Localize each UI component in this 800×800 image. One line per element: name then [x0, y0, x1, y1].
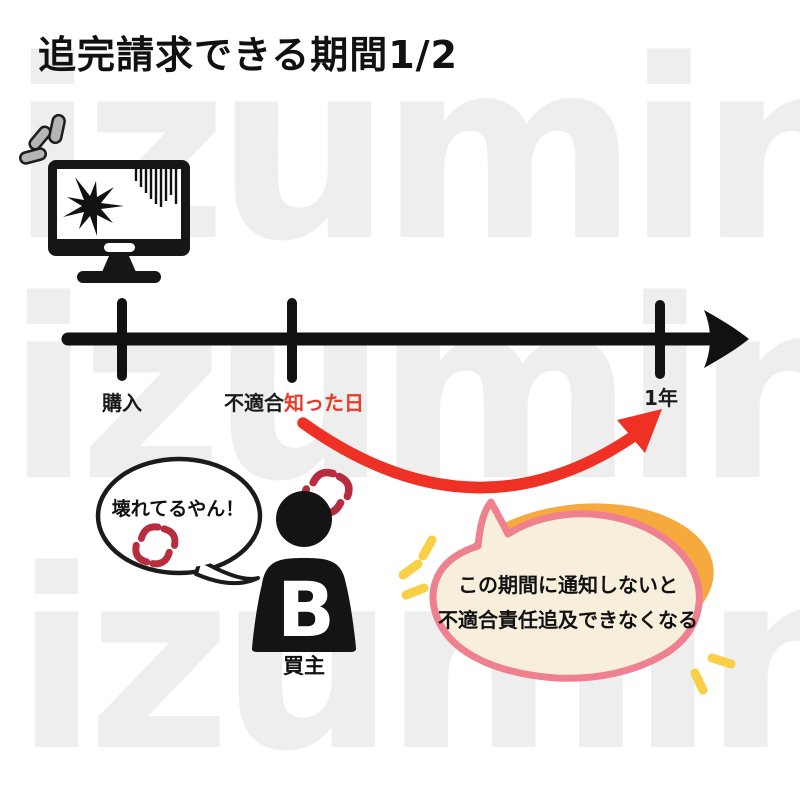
- tick-label-nonconformity-prefix: 不適合: [224, 391, 284, 415]
- monitor-button: [104, 243, 135, 252]
- buyer-avatar: [251, 469, 357, 652]
- buyer-head: [276, 491, 332, 547]
- speech-bubble: [95, 456, 263, 586]
- tick-label-nonconformity-highlight: 知った日: [284, 391, 364, 415]
- timeline-arrowhead-icon: [704, 310, 749, 368]
- timeline-axis: [61, 298, 749, 383]
- buyer-body: [251, 558, 357, 652]
- notice-bubble: [398, 498, 736, 695]
- sparkle-icon: [398, 535, 437, 600]
- notice-bubble-outline: [429, 498, 703, 682]
- page-title: 追完請求できる期間1/2: [38, 33, 459, 77]
- screen-crack-star-icon: [63, 177, 124, 236]
- speech-bubble-fill: [103, 464, 255, 568]
- screen-glitch-lines: [134, 169, 178, 207]
- buyer-badge-letter: B: [277, 565, 335, 654]
- tick-label-one-year: 1年: [644, 386, 678, 410]
- impact-lines-icon: [19, 113, 66, 165]
- broken-computer-icon: [19, 113, 190, 283]
- notice-text-line2: 不適合責任追及できなくなる: [438, 608, 698, 632]
- speech-bubble-tail: [194, 558, 260, 586]
- speech-bubble-text: 壊れてるやん！: [111, 498, 245, 520]
- deadline-arrow: [297, 409, 662, 494]
- tick-label-nonconformity: 不適合知った日: [194, 387, 394, 416]
- notice-text-line1: この期間に通知しないと: [458, 573, 678, 597]
- deadline-arrowhead-icon: [617, 409, 662, 453]
- monitor-stand: [102, 256, 136, 272]
- buyer-label: 買主: [283, 654, 325, 678]
- deadline-arrow-curve: [297, 417, 647, 494]
- sparkle-icon: [690, 653, 736, 695]
- monitor-screen: [57, 169, 181, 239]
- tick-label-purchase: 購入: [102, 391, 142, 415]
- monitor-base: [77, 271, 161, 283]
